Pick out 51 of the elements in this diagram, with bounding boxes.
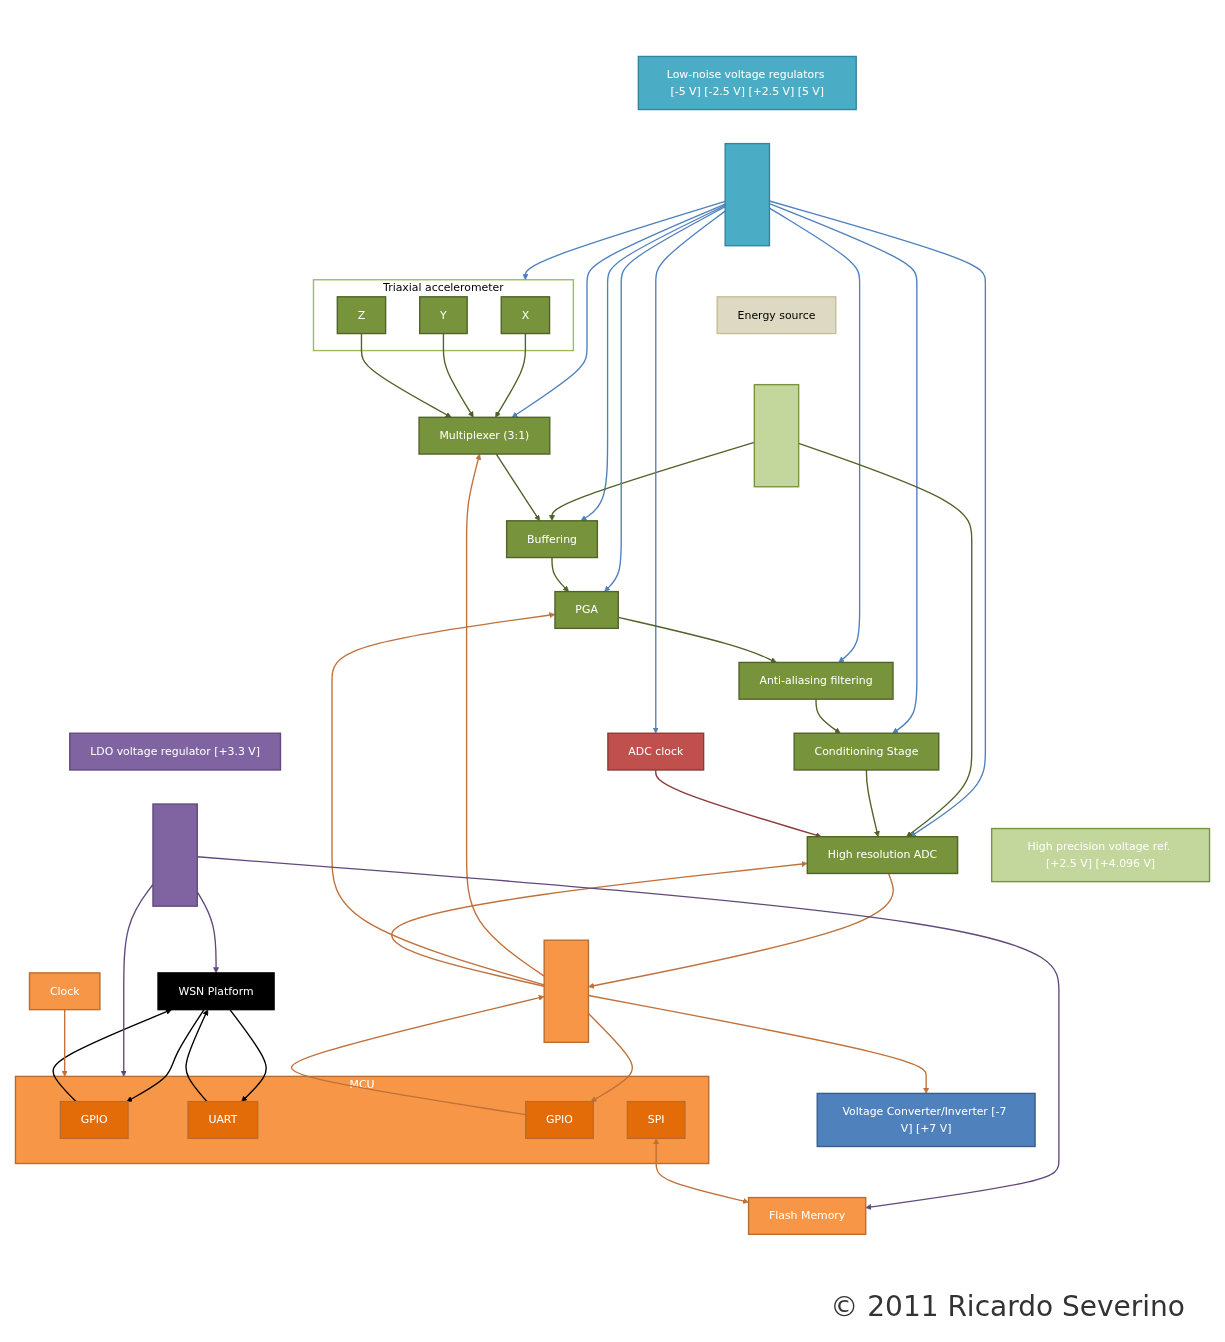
node-box: GPIO [525,1100,594,1139]
arrow [865,768,880,837]
arrow [580,204,726,521]
arrow [588,872,894,989]
node-box: Anti-aliasing filtering [738,661,894,700]
node-box: PGA [554,590,619,629]
arrow [52,1008,172,1102]
node-box: Clock [28,971,101,1010]
node-box: Energy source [716,295,837,334]
arrow [815,698,841,734]
arrow [604,205,726,592]
node-box: WSN Platform [157,971,275,1010]
arrow [229,1008,267,1102]
node-box: High precision voltage ref. [+2.5 V] [+4.096 V] [991,827,1211,882]
arrow [653,1137,749,1204]
arrow [465,453,545,977]
node-box: GPIO [59,1100,129,1139]
node-box: SPI [626,1100,686,1139]
node-box: ADC clock [607,732,705,771]
node-box: High resolution ADC [806,835,959,874]
arrow [549,441,755,521]
arrow [655,768,822,838]
node-box: Y [419,295,468,334]
arrow [126,1008,205,1102]
node-box: UART [187,1100,259,1139]
node-bar [753,383,800,488]
node-bar [152,802,198,907]
node-bar [724,142,771,246]
node-box: Flash Memory [747,1196,867,1235]
node-box: Voltage Converter/Inverter [-7 V] [+7 V] [816,1092,1036,1147]
arrow [495,332,527,418]
node-box: Low-noise voltage regulators [-5 V] [-2.5 V] [+2.5 V] [5 V] [637,55,857,110]
node-box: X [500,295,551,334]
arrow [495,453,540,521]
node-bar [543,939,590,1043]
arrow [360,332,452,418]
arrow [290,994,545,1115]
arrow [511,203,726,418]
copyright-note: © 2011 Ricardo Severino [830,1290,1185,1323]
arrow [185,1009,209,1102]
arrow [551,556,569,592]
node-box: LDO voltage regulator [+3.3 V] [69,732,282,771]
arrow [652,210,726,734]
node-box: Buffering [505,519,599,558]
arrow [61,1008,68,1077]
arrow [522,200,726,280]
node-box: Conditioning Stage [793,732,940,771]
node-box: Z [336,295,387,334]
arrow [391,860,808,987]
node-box: Multiplexer (3:1) [418,416,551,455]
arrow [442,332,474,418]
